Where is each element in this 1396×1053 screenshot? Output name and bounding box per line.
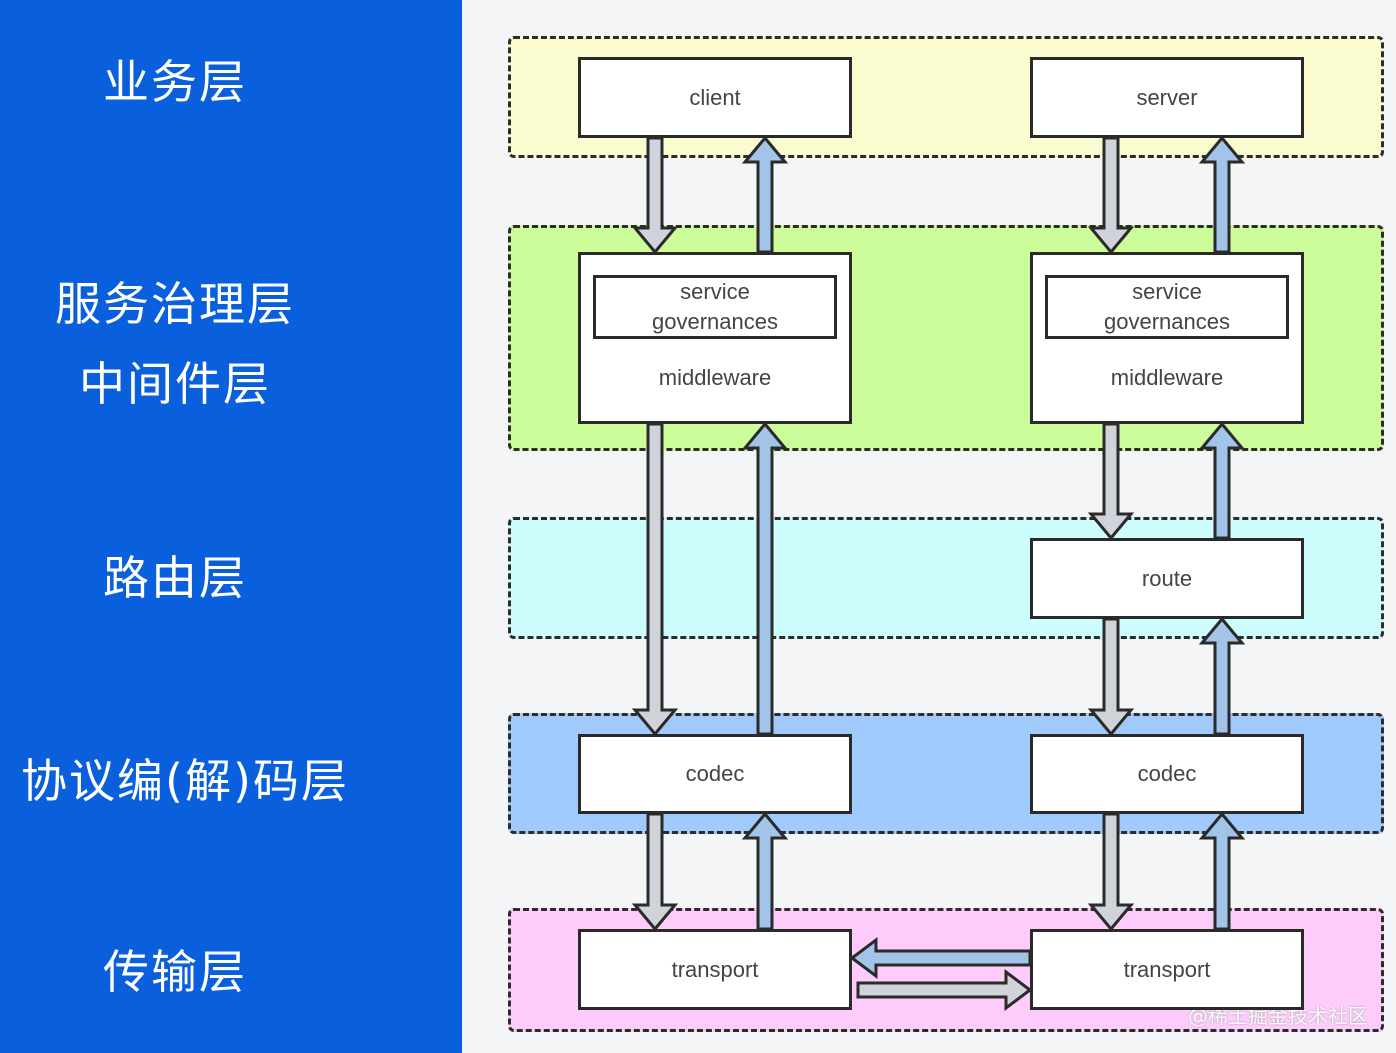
server-node: server <box>1030 57 1304 138</box>
right-codec-label: codec <box>1137 761 1197 786</box>
layer-sidebar: 业务层 服务治理层 中间件层 路由层 协议编(解)码层 传输层 <box>0 0 462 1053</box>
right-middleware-label: middleware <box>1110 365 1224 390</box>
layer-label-middleware: 中间件层 <box>79 357 271 411</box>
client-label: client <box>689 84 741 110</box>
right-governance-label: service governances <box>1104 279 1230 334</box>
arrow-right-codec-to-transport <box>1087 812 1135 932</box>
arrow-left-middleware-to-codec <box>631 422 679 737</box>
layer-label-transport: 传输层 <box>103 945 247 999</box>
layer-label-codec: 协议编(解)码层 <box>21 754 349 808</box>
left-codec-node: codec <box>578 734 852 814</box>
left-middleware-label: middleware <box>658 365 772 390</box>
route-label: route <box>1141 565 1193 591</box>
layer-label-route: 路由层 <box>103 551 247 605</box>
arrow-right-transport-to-codec <box>1198 811 1246 931</box>
layer-label-governance: 服务治理层 <box>55 277 295 331</box>
arrow-left-codec-to-transport <box>631 812 679 932</box>
right-transport-label: transport <box>1123 956 1211 982</box>
right-codec-node: codec <box>1030 734 1304 814</box>
left-middleware-node: service governances middleware <box>578 252 852 424</box>
arrow-right-middleware-to-route <box>1087 422 1135 541</box>
arrow-left-codec-to-middleware <box>741 421 789 736</box>
arrow-left-transport-to-codec <box>741 811 789 931</box>
client-node: client <box>578 57 852 138</box>
left-governance-label: service governances <box>652 279 778 334</box>
arrow-route-to-right-codec <box>1087 617 1135 737</box>
arrow-server-to-middleware <box>1087 136 1135 255</box>
arrow-client-to-middleware <box>631 136 679 255</box>
right-middleware-node: service governances middleware <box>1030 252 1304 424</box>
arrow-right-to-left-transport <box>849 937 1032 979</box>
route-node: route <box>1030 538 1304 619</box>
right-service-governance-node: service governances <box>1045 275 1289 339</box>
layer-label-business: 业务层 <box>103 55 247 109</box>
left-transport-node: transport <box>578 929 852 1010</box>
arrow-middleware-to-client <box>741 135 789 254</box>
arrow-left-to-right-transport <box>856 969 1033 1011</box>
server-label: server <box>1136 84 1198 110</box>
arrow-route-to-right-middleware <box>1198 421 1246 540</box>
right-transport-node: transport <box>1030 929 1304 1010</box>
left-transport-label: transport <box>671 956 759 982</box>
arrow-right-codec-to-route <box>1198 616 1246 736</box>
arrow-middleware-to-server <box>1198 135 1246 254</box>
left-service-governance-node: service governances <box>593 275 837 339</box>
left-codec-label: codec <box>685 761 745 786</box>
